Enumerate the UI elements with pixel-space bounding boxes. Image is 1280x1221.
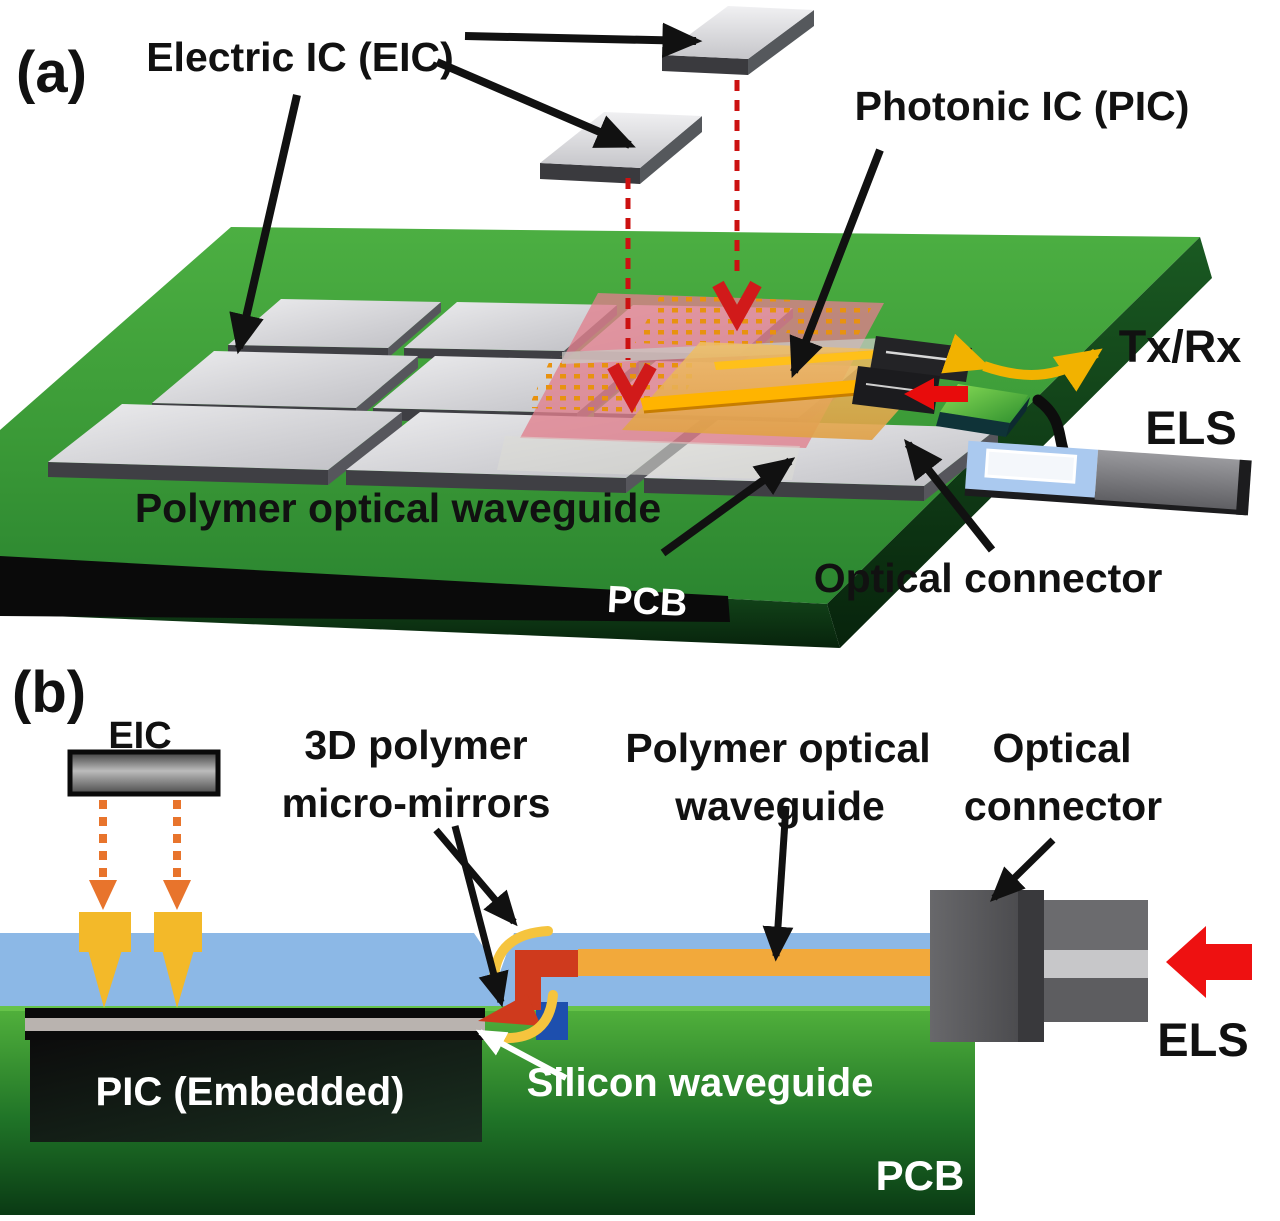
label-connector-b-line2: connector: [964, 783, 1162, 829]
red-light-arrow-a: [904, 378, 968, 410]
panel-b-tag: (b): [12, 660, 86, 725]
arrow-eic-to-chip1: [464, 22, 703, 58]
placement-chevron-arrow-2: [607, 362, 657, 414]
optical-connector-b: [930, 890, 1148, 1042]
eic-chip-face: [48, 404, 402, 470]
label-silicon-waveguide: Silicon waveguide: [527, 1061, 874, 1105]
els-input-arrow: [1166, 926, 1252, 998]
electrical-via-pads: [79, 912, 202, 1008]
pic-pad-array-1: [635, 295, 795, 348]
label-eic-b: EIC: [108, 715, 171, 757]
panel-a-tag: (a): [16, 40, 87, 105]
label-photonic-ic: Photonic IC (PIC): [855, 83, 1190, 129]
silicon-waveguide-layer: [25, 1018, 485, 1031]
label-pcb-b: PCB: [876, 1152, 965, 1199]
pic-slab-side: [497, 436, 800, 480]
label-connector-b-line1: Optical: [993, 725, 1132, 771]
panel-b: (b) EIC 3D polymer micro-mirrors Polymer…: [0, 660, 1252, 1215]
arrow-silicon-waveguide: [475, 1029, 568, 1081]
eic-chip-face: [388, 302, 441, 358]
arrow-connector-label-a: [904, 438, 996, 553]
floating-eic-chip-2: [540, 112, 702, 184]
label-polymer-waveguide-a: Polymer optical waveguide: [135, 485, 661, 531]
micro-mirror-assembly: [478, 926, 578, 1044]
eic-chip-face: [228, 299, 441, 348]
eic-chip-face: [152, 351, 418, 408]
label-els-a: ELS: [1145, 401, 1236, 454]
eic-chip-face: [328, 412, 402, 485]
arrow-mirrors-lower: [451, 825, 509, 1008]
pcb-board-right-side: [827, 237, 1212, 648]
eic-chip-face: [356, 356, 418, 420]
pcb-b-grass-edge: [0, 1006, 975, 1011]
pic-pad-array-3: [786, 303, 872, 336]
placement-chevron-arrow-1: [712, 280, 762, 332]
polymer-waveguide-core: [578, 949, 932, 976]
label-optical-connector-a: Optical connector: [814, 555, 1163, 601]
vertical-light-path: [478, 950, 578, 1026]
label-waveguide-b-line1: Polymer optical: [625, 725, 930, 771]
eic-chip-face: [404, 302, 617, 351]
label-electric-ic: Electric IC (EIC): [146, 34, 454, 80]
txrx-double-arrow: [941, 333, 1103, 392]
label-txrx: Tx/Rx: [1119, 321, 1242, 372]
arrow-waveguide-label-b: [762, 805, 794, 962]
els-module: [964, 440, 1252, 516]
arrow-eic-to-chip2: [435, 58, 636, 149]
arrow-mirrors-upper: [433, 827, 518, 927]
arrow-waveguide-label-a: [660, 457, 796, 557]
embedded-pic: [25, 1008, 485, 1142]
arrow-eic-to-grid: [229, 94, 301, 355]
eic-chip-face: [48, 462, 328, 485]
eic-chip-face: [346, 470, 626, 493]
pcb-label-a: PCB: [606, 579, 688, 625]
label-pic-embedded: PIC (Embedded): [96, 1070, 405, 1114]
label-mirrors-line1: 3D polymer: [304, 722, 527, 768]
lower-micro-mirror: [495, 990, 558, 1044]
connector-ferrule-stripe: [1044, 950, 1148, 978]
label-waveguide-b-line2: waveguide: [674, 783, 885, 829]
label-mirrors-line2: micro-mirrors: [282, 780, 551, 826]
eic-chip-b: [67, 749, 221, 797]
panel-a: PCB: [0, 6, 1252, 648]
label-els-b: ELS: [1157, 1013, 1248, 1066]
pcb-front-black-strip: [0, 556, 730, 622]
arrow-pic-label: [789, 148, 884, 378]
electrical-dashed-arrows: [89, 800, 191, 910]
waveguide-block: [622, 342, 950, 440]
waveguide-trace-2: [640, 376, 906, 412]
arrow-connector-label-b: [990, 837, 1056, 902]
